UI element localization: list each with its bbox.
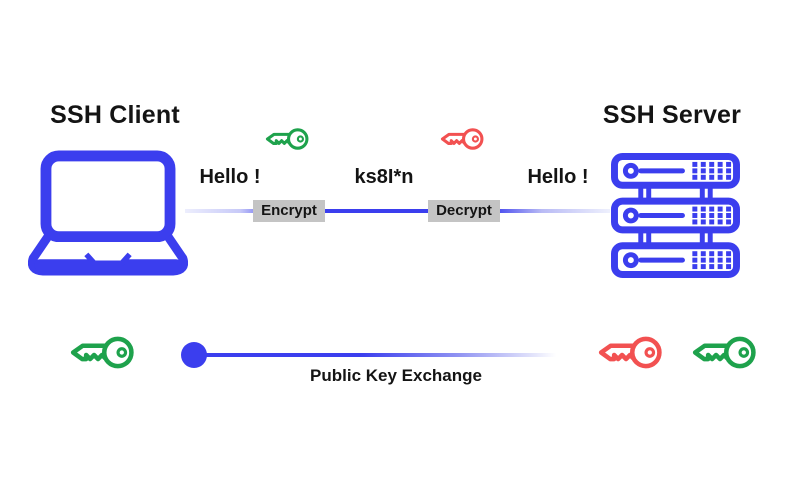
encrypted-channel-line (185, 209, 610, 213)
red-key-icon (440, 128, 484, 150)
green-key-icon (64, 331, 140, 374)
server-rack-icon (611, 153, 740, 278)
red-key-icon (591, 331, 669, 374)
client-title: SSH Client (50, 101, 180, 129)
server-plaintext-message: Hello ! (527, 166, 589, 188)
laptop-icon (28, 150, 188, 276)
ciphertext-message: ks8I*n (354, 166, 414, 188)
client-plaintext-message: Hello ! (199, 166, 261, 188)
green-key-icon (265, 128, 309, 150)
decrypt-label: Decrypt (428, 200, 500, 222)
server-title: SSH Server (602, 101, 742, 129)
green-key-icon (685, 331, 763, 374)
public-key-exchange-line (201, 353, 556, 357)
public-key-exchange-label: Public Key Exchange (310, 366, 482, 385)
encrypt-label: Encrypt (253, 200, 325, 222)
